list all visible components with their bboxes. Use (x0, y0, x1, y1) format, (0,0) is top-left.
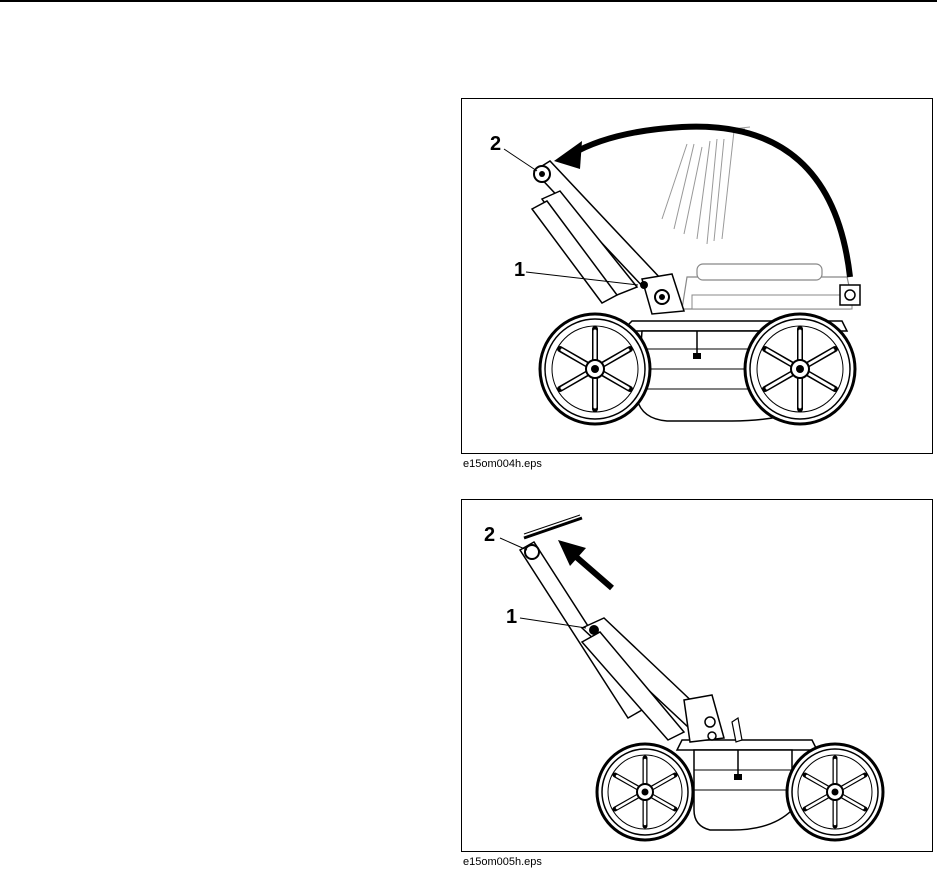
cart-illustration-raise (462, 99, 934, 455)
callout-2: 2 (484, 524, 495, 547)
left-wheel (540, 314, 650, 424)
figure-caption: e15om004h.eps (463, 458, 542, 470)
figure-handle-extend: 2 1 (461, 499, 933, 852)
header-rule (0, 0, 937, 2)
callout-2: 2 (490, 133, 501, 156)
right-wheel (745, 314, 855, 424)
cart-illustration-extend (462, 500, 934, 853)
callout-1: 1 (514, 259, 525, 282)
left-wheel (597, 744, 693, 840)
callout-1: 1 (506, 606, 517, 629)
figure-caption: e15om005h.eps (463, 856, 542, 868)
figure-handle-raise: 2 1 (461, 98, 933, 454)
right-wheel (787, 744, 883, 840)
